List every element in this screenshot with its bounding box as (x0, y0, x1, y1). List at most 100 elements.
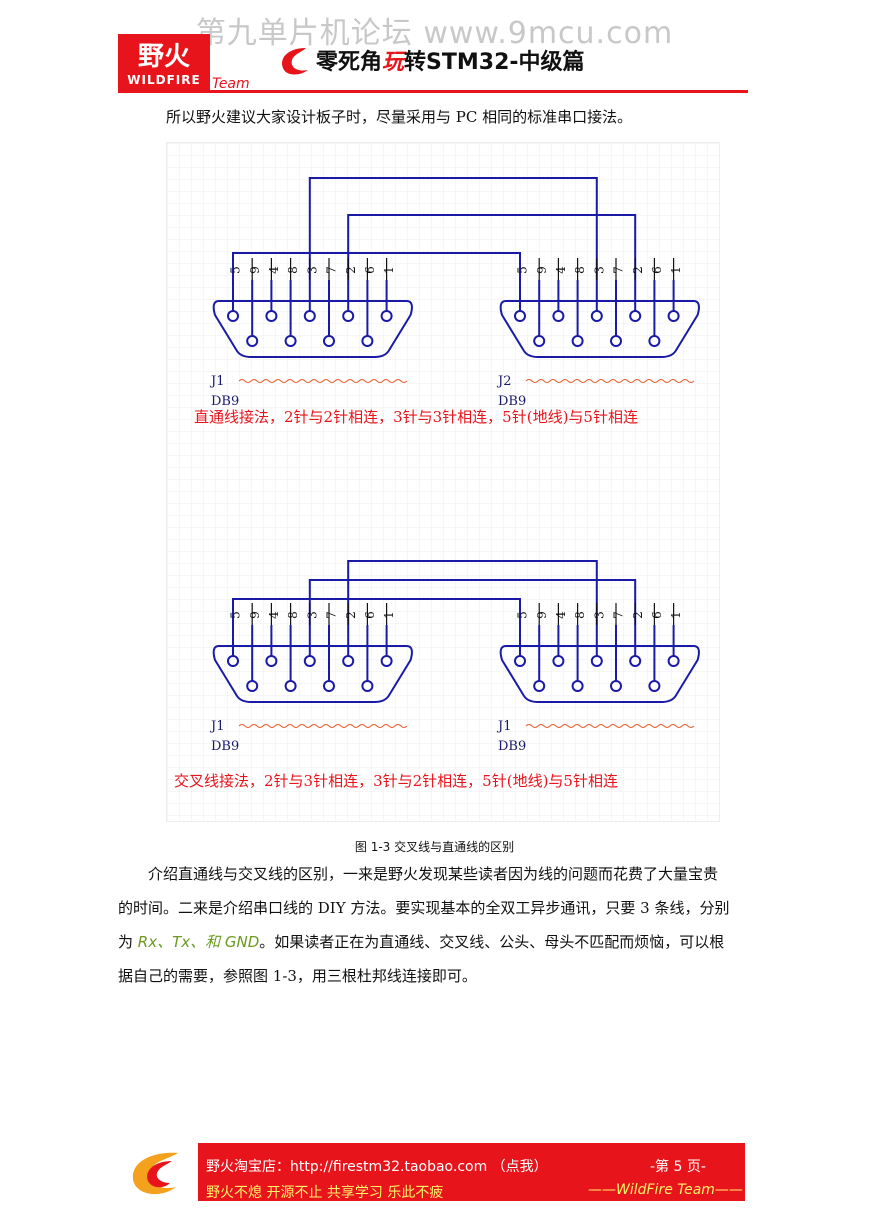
header-suffix: 转STM32-中级篇 (404, 50, 585, 75)
straight-note: 直通线接法，2针与2针相连，3针与3针相连，5针(地线)与5针相连 (194, 408, 638, 426)
pin-number-2: 2 (631, 611, 645, 619)
pin-number-8: 8 (286, 266, 300, 274)
wire-3-2 (308, 579, 637, 625)
wire-2-3 (347, 560, 598, 625)
squiggle-underline (525, 724, 695, 728)
pin-hole-9 (246, 335, 259, 347)
pin-number-9: 9 (248, 266, 262, 274)
pin-number-2: 2 (631, 266, 645, 274)
pin-number-6: 6 (650, 611, 664, 619)
header-title: 零死角玩转STM32-中级篇 (316, 44, 585, 76)
pin-hole-1 (667, 655, 680, 667)
pin-hole-4 (265, 310, 278, 322)
pin-number-6: 6 (363, 266, 377, 274)
pin-hole-7 (610, 680, 622, 692)
pin-number-7: 7 (612, 266, 626, 274)
body-text-1: 介绍直通线与交叉线的区别，一来是野火发现某些读者因为线的问题而花费了大量宝贵的时… (118, 865, 730, 951)
pin-number-2: 2 (344, 611, 358, 619)
db9-shell (499, 645, 700, 703)
pin-hole-1 (667, 310, 680, 322)
pin-hole-3 (590, 310, 603, 322)
connector-type: DB9 (498, 394, 526, 409)
pin-number-3: 3 (305, 266, 319, 274)
header-divider (118, 90, 748, 93)
connector-ref: J1 (209, 374, 224, 389)
pin-hole-6 (648, 335, 661, 347)
pin-number-5: 5 (516, 266, 530, 274)
pin-number-5: 5 (229, 611, 243, 619)
pin-number-2: 2 (344, 266, 358, 274)
pin-hole-8 (284, 680, 297, 692)
pin-hole-3 (590, 655, 603, 667)
pin-number-4: 4 (267, 266, 281, 274)
signal-names: Rx、Tx、和 GND (137, 933, 260, 951)
pin-number-7: 7 (325, 611, 339, 619)
pin-number-3: 3 (592, 611, 606, 619)
connector-type: DB9 (211, 394, 239, 409)
pin-number-3: 3 (592, 266, 606, 274)
pin-number-3: 3 (305, 611, 319, 619)
pin-number-9: 9 (535, 611, 549, 619)
footer-logo (118, 1143, 198, 1201)
body-paragraph: 介绍直通线与交叉线的区别，一来是野火发现某些读者因为线的问题而花费了大量宝贵的时… (118, 857, 730, 993)
pin-number-8: 8 (573, 611, 587, 619)
pin-number-7: 7 (325, 266, 339, 274)
wire-3-3 (308, 177, 598, 280)
squiggle-underline (525, 379, 695, 383)
pin-number-4: 4 (267, 611, 281, 619)
pin-hole-8 (571, 680, 584, 692)
pin-hole-8 (571, 335, 584, 347)
body-text-2: 。如果读者正在为直通线、交叉线、公头、母头不匹配而烦恼，可以根据自己的需要，参照… (118, 933, 725, 985)
footer-page-number: -第 5 页- (650, 1159, 706, 1175)
connector-ref: J1 (496, 719, 511, 734)
pin-hole-6 (648, 680, 661, 692)
pin-hole-5 (514, 655, 526, 667)
pin-hole-2 (342, 310, 355, 322)
intro-paragraph: 所以野火建议大家设计板子时，尽量采用与 PC 相同的标准串口接法。 (166, 108, 633, 126)
pin-hole-9 (533, 680, 546, 692)
pin-hole-7 (323, 680, 335, 692)
pin-hole-2 (629, 655, 642, 667)
pin-number-6: 6 (363, 611, 377, 619)
watermark: 第九单片机论坛 www.9mcu.com (195, 16, 674, 51)
pin-hole-2 (629, 310, 642, 322)
pin-number-1: 1 (669, 266, 683, 274)
pin-hole-1 (380, 655, 393, 667)
header-wan: 玩 (382, 50, 405, 75)
pin-hole-4 (552, 655, 565, 667)
squiggle-underline (238, 379, 408, 383)
wire-2-2 (347, 214, 637, 280)
pin-hole-5 (227, 655, 239, 667)
figure-caption: 图 1-3 交叉线与直通线的区别 (354, 840, 515, 854)
pin-number-1: 1 (382, 611, 396, 619)
footer-shop-link[interactable]: 野火淘宝店：http://firestm32.taobao.com （点我） (206, 1159, 548, 1175)
pin-number-1: 1 (669, 611, 683, 619)
pin-number-6: 6 (650, 266, 664, 274)
db9-shell (499, 300, 700, 358)
pin-hole-6 (361, 335, 374, 347)
pin-number-8: 8 (573, 266, 587, 274)
connector-ref: J2 (496, 374, 511, 389)
logo-en: WILDFIRE (127, 73, 201, 87)
footer-bar (118, 1143, 745, 1201)
pin-hole-6 (361, 680, 374, 692)
connector-type: DB9 (498, 739, 526, 754)
connector-ref: J1 (209, 719, 224, 734)
squiggle-underline (238, 724, 408, 728)
wire-5-5 (232, 252, 521, 280)
pin-hole-8 (284, 335, 297, 347)
pin-hole-5 (227, 310, 239, 322)
pin-hole-4 (265, 655, 278, 667)
pin-hole-3 (303, 310, 316, 322)
connector-type: DB9 (211, 739, 239, 754)
pin-hole-9 (533, 335, 546, 347)
pin-hole-4 (552, 310, 565, 322)
pin-hole-7 (610, 335, 622, 347)
db9-shell (212, 300, 413, 358)
wildfire-logo: 野火 WILDFIRE (118, 34, 210, 90)
flame-swoosh-icon (282, 48, 308, 75)
pin-number-7: 7 (612, 611, 626, 619)
pin-number-1: 1 (382, 266, 396, 274)
pin-number-9: 9 (535, 266, 549, 274)
